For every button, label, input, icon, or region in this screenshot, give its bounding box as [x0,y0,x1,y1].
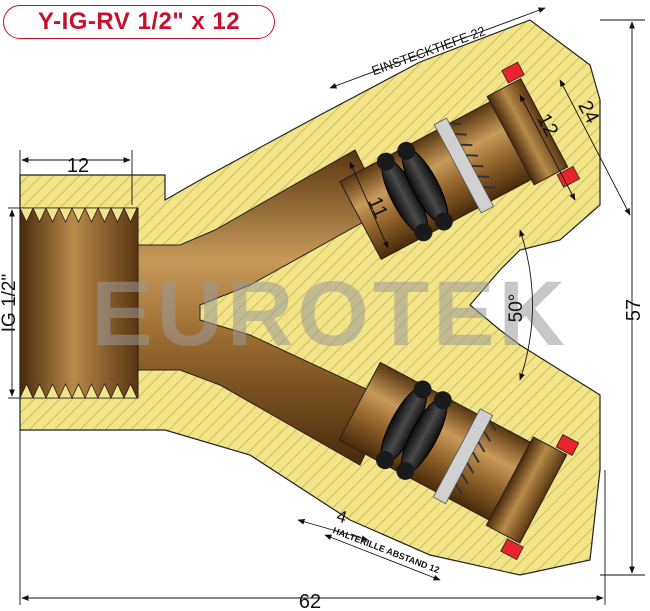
lower-release-clip [500,434,580,561]
internal-thread [19,207,139,399]
dimension-lines [8,7,645,605]
upper-seal-rings [376,141,453,242]
bore-channels [137,149,391,466]
lower-clamp-teeth [432,408,497,505]
upper-clamp-teeth [433,117,495,214]
dim-thread-label: IG 1/2" [0,274,20,333]
dim-height: 57 [623,299,645,321]
product-title: Y-IG-RV 1/2" x 12 [37,8,241,35]
dim-angle: 50° [506,294,527,323]
title-badge: Y-IG-RV 1/2" x 12 [3,5,275,39]
lower-seal-rings [376,380,452,480]
lower-branch [338,361,580,561]
dim-length: 62 [299,591,321,611]
watermark: EUROTEK [91,263,569,365]
dim-thread-depth: 12 [67,155,89,177]
